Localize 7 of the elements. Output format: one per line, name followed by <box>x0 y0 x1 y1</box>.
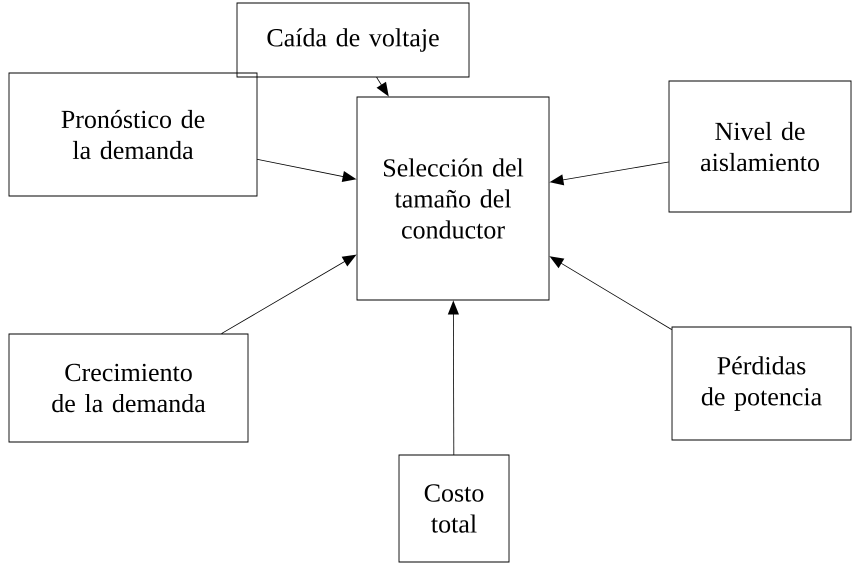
box: Selección del tamaño del conductor <box>356 96 550 300</box>
box: Pronóstico de la demanda <box>8 72 258 196</box>
box: Nivel de aislamiento <box>668 80 852 212</box>
box: Crecimiento de la demanda <box>8 334 248 442</box>
box: Caída de voltaje <box>236 2 470 78</box>
box: Pérdidas de potencia <box>672 326 852 440</box>
box: Costo total <box>398 454 510 562</box>
